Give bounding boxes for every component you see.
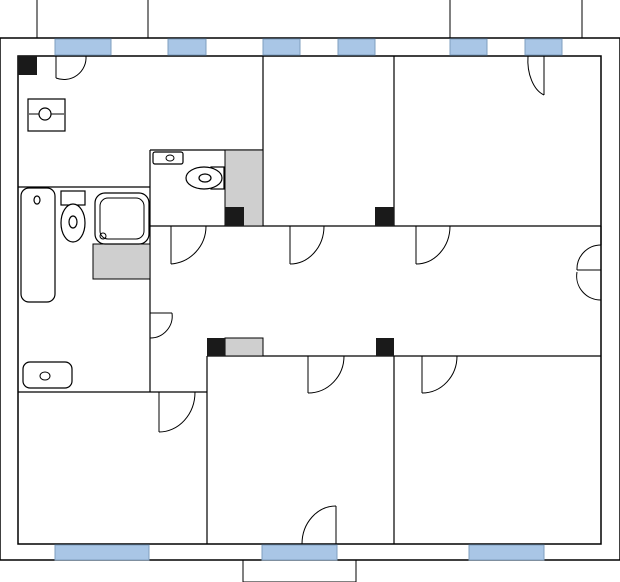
toilet bbox=[60, 190, 86, 243]
window bbox=[468, 544, 545, 561]
washbasin bbox=[22, 361, 73, 389]
columns bbox=[18, 56, 394, 356]
interior-walls bbox=[18, 56, 602, 544]
door bbox=[149, 312, 173, 339]
door bbox=[415, 225, 451, 265]
door bbox=[527, 55, 545, 96]
door bbox=[301, 505, 337, 545]
kitchen-stove bbox=[27, 98, 66, 132]
column bbox=[207, 338, 225, 356]
window bbox=[524, 38, 563, 56]
door bbox=[421, 355, 458, 394]
column bbox=[18, 56, 37, 75]
door bbox=[170, 225, 207, 265]
toilet bbox=[185, 166, 225, 190]
door bbox=[307, 355, 345, 394]
column bbox=[376, 338, 394, 356]
window bbox=[167, 38, 207, 56]
windows bbox=[54, 38, 563, 561]
shaft bbox=[224, 337, 264, 357]
ventilation-shafts bbox=[92, 149, 264, 357]
window bbox=[337, 38, 376, 56]
shaft bbox=[92, 243, 151, 280]
balcony-door bbox=[576, 244, 602, 301]
window bbox=[262, 38, 301, 56]
column bbox=[225, 207, 244, 226]
washbasin bbox=[152, 151, 184, 165]
door bbox=[158, 391, 196, 433]
window bbox=[54, 544, 150, 561]
window bbox=[261, 544, 338, 561]
bathtub bbox=[20, 187, 56, 303]
exterior-walls bbox=[0, 37, 620, 561]
doors bbox=[55, 55, 602, 545]
door bbox=[55, 55, 87, 81]
neighbour-outlines bbox=[36, 0, 583, 582]
window bbox=[54, 38, 112, 56]
door bbox=[289, 225, 325, 265]
shower-tray bbox=[94, 192, 150, 245]
column bbox=[375, 207, 394, 226]
window bbox=[449, 38, 488, 56]
